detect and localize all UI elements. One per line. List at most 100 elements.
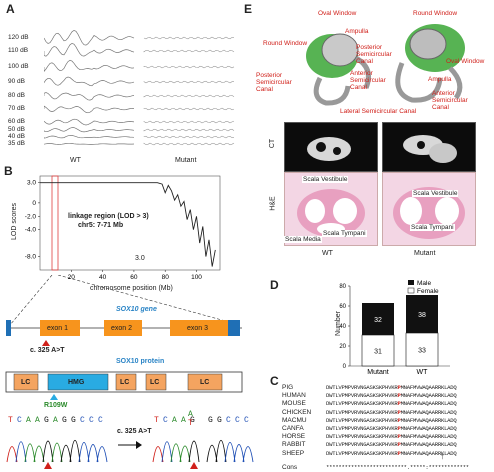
chromatogram-peak [224,441,236,463]
domain-label: HMG [68,379,85,386]
alignment-sequence: DWTLVPMPVRVNGASKSKPHVKRPMNAFMVWAQAARRKLA… [326,392,457,400]
lod-ytick-label: 0 [32,200,36,207]
alignment-sequence: DWTLVPMPVRVNGASKSKPHVKRPMNAFMVWAQAARRKLA… [326,384,457,391]
wt-abr-trace [44,59,135,72]
exon-1 [40,320,80,336]
ear-label: Anterior Semicircular Canal [350,70,386,91]
db-label: 60 dB [8,118,25,125]
domain-label: LC [150,379,160,386]
alignment-species: Cons [282,463,298,471]
sequence-base: G [44,416,50,425]
exon-label: exon 1 [47,325,69,332]
sequence-base: G [208,416,214,425]
db-label: 120 dB [8,34,29,41]
domain-label: LC [200,379,210,386]
mutant-abr-trace [143,49,235,53]
alignment-species: SHEEP [282,449,305,457]
panel-e-label: E [244,2,253,16]
lod-xlabel: chromosome position (Mb) [90,285,173,292]
hmg-domain [47,373,109,391]
exon-2 [104,320,142,336]
alignment-sequence: DWTLVPMPVRVNGASKSKPHVKRPMNAFMVWAQAARRKLA… [326,416,457,424]
e-wt-label: WT [322,250,333,257]
ear-label: Ampulla [345,28,369,35]
bar-ytick-label: 20 [339,344,346,350]
linkage-annotation: linkage region (LOD > 3) [68,213,149,220]
ear-label: Round Window [413,10,458,17]
abr-waveforms [44,29,235,146]
sequence-base: G [71,416,77,425]
sequence-base: C [98,416,104,425]
inner-ear-wt [306,33,371,106]
protein-mutation: R109W [44,402,68,409]
lod-ytick-label: -8.0 [25,254,37,261]
sequence-base: T [8,416,14,425]
chromatogram-peak [170,443,182,463]
alignment-sequence: DWTLVPMPVRVNGASKSKPHVKRPMNAFMVWAQAARRKLA… [326,433,457,441]
lod-inner-label: 3.0 [135,255,145,262]
mutant-abr-trace [143,120,235,124]
bar-female [405,332,439,367]
mutant-abr-trace [143,65,235,69]
chromatogram-peak [152,446,164,463]
lod-ytick-label: 3.0 [27,180,36,187]
exon-label: exon 3 [187,325,209,332]
db-label: 35 dB [8,140,25,147]
ear-label: Anterior Semicircular Canal [432,90,468,111]
bar-ytick-label: 0 [343,364,347,370]
ear-label: Oval Window [446,58,485,65]
chromatogram-peak [69,439,81,463]
db-label: 50 dB [8,126,25,133]
chromatogram-peak [60,444,72,463]
alignment-species: CHICKEN [282,408,312,416]
bar-ytick-label: 40 [339,324,346,330]
wt-abr-trace [44,92,135,101]
lod-xtick-label: 20 [68,274,76,281]
bar-ytick-label: 60 [339,304,346,310]
panel-a-label: A [6,2,15,16]
ear-label: Ampulla [428,76,452,83]
alignment-sequence: DWTLVPMPVRVNGASKSKPHVKRPMNAFMVWAQAARRKLA… [326,424,457,432]
chromatogram-peak [42,440,54,463]
lod-xtick-label: 80 [162,274,170,281]
db-label: 40 dB [8,133,25,140]
sequence-base: C [235,416,241,425]
lc-domain [115,373,137,391]
chromatogram-wt [6,439,108,463]
panel-c-label: C [270,374,279,388]
sequence-base: G [62,416,68,425]
alignment-species: MOUSE [282,400,306,408]
exon-3 [170,320,228,336]
sequence-base: C [80,416,86,425]
sequence-base: G [190,416,196,425]
legend-female-swatch [407,287,415,294]
wt-abr-trace [44,29,135,46]
mutant-abr-trace [143,94,235,98]
sox10-gene-title: SOX10 gene [116,306,157,313]
chromatogram-peak [87,444,99,463]
wt-abr-trace [44,43,135,57]
linkage-annotation: chr5: 7-71 Mb [78,222,124,229]
alignment-cons-row: Cons**************************.*****:***… [282,464,492,472]
lod-ytick-label: -4.0 [25,227,37,234]
lod-xtick-label: 40 [99,274,107,281]
cdna-mutation: c. 325 A>T [30,347,65,354]
sequence-base: C [17,416,23,425]
ear-label: Posterior Semicircular Canal [256,72,292,93]
ct-image-mutant [382,122,476,172]
chromatogram-peak [188,440,200,463]
chromatogram-peak [206,444,218,463]
chromatogram-peak [215,439,227,463]
lod-xtick-label: 100 [191,274,202,281]
he-label: H&E [269,196,277,211]
gene-diagram [6,320,242,346]
db-label: 90 dB [8,78,25,85]
lod-series-line [40,182,216,267]
he-mutant-label: Scala Tympani [410,224,455,231]
sequence-base: A [172,416,178,425]
db-label: 70 dB [8,105,25,112]
chromatogram-peak [33,445,45,463]
